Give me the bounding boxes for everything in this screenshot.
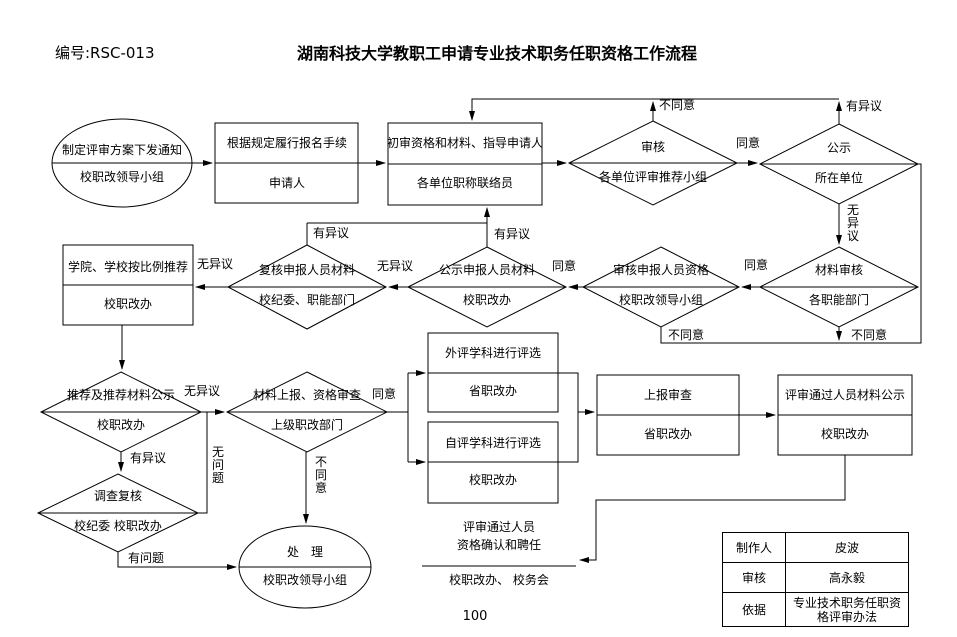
node-confirm-appoint-action2: 资格确认和聘任 [456, 538, 541, 552]
table-row: 审核 高永毅 [722, 562, 909, 593]
node-publicize-materials-actor: 校职改办 [462, 293, 511, 307]
info-table-label-reviewer: 审核 [722, 562, 786, 593]
edge-label-objection-1: 有异议 [846, 99, 883, 113]
node-initial-review-action: 初审资格和材料、指导申请人 [386, 136, 543, 150]
edge-label-agree-4: 同意 [372, 387, 397, 401]
node-unit-review-action: 审核 [640, 140, 665, 154]
node-plan-notice-actor: 校职改领导小组 [79, 170, 164, 184]
node-review-qualification-action: 审核申报人员资格 [612, 263, 709, 277]
node-unit-publicity-action: 公示 [826, 141, 851, 155]
edge-passedpub-to-confirm [579, 455, 846, 563]
edge-investigate-problem [117, 552, 237, 570]
edge-investigate-noproblem [198, 412, 208, 514]
node-submit-check-actor: 上级职改部门 [270, 418, 343, 432]
edge-label-no-problem: 无问题 [211, 445, 224, 485]
edge-feedback-right [660, 163, 922, 344]
table-row: 制作人 皮波 [722, 532, 909, 563]
node-plan-notice-action: 制定评审方案下发通知 [61, 143, 182, 157]
node-submit-review-action: 上报审查 [643, 388, 692, 402]
edge-merge-evals [558, 372, 579, 463]
edge-label-disagree-1: 不同意 [659, 98, 696, 112]
edge-label-no-objection-4: 无异议 [184, 384, 221, 398]
edge-label-disagree-3: 不同意 [668, 328, 705, 342]
node-unit-publicity-actor: 所在单位 [814, 171, 863, 185]
info-table-label-basis: 依据 [722, 592, 786, 627]
node-unit-review-actor: 各单位评审推荐小组 [598, 170, 707, 184]
node-apply-action: 根据规定履行报名手续 [226, 136, 347, 150]
node-passed-publicity-action: 评审通过人员材料公示 [784, 388, 905, 402]
edge-label-no-objection-1: 无异议 [846, 203, 859, 243]
node-recommend-publicity-actor: 校职改办 [96, 418, 145, 432]
node-recommend-ratio-action: 学院、学校按比例推荐 [67, 260, 188, 274]
info-table-label-maker: 制作人 [722, 532, 786, 563]
info-table-value-basis: 专业技术职务任职资格评审办法 [785, 592, 909, 627]
edge-label-agree-1: 同意 [736, 136, 761, 150]
node-handle-actor: 校职改领导小组 [262, 573, 347, 587]
table-row: 依据 专业技术职务任职资格评审办法 [722, 592, 909, 627]
node-external-eval-action: 外评学科进行评选 [444, 346, 541, 360]
node-recommend-ratio-actor: 校职改办 [103, 297, 152, 311]
node-initial-review-actor: 各单位职称联络员 [416, 176, 513, 190]
edge-label-has-problem: 有问题 [128, 551, 165, 565]
edge-label-objection-4: 有异议 [130, 451, 167, 465]
node-confirm-appoint-actor: 校职改办、 校务会 [449, 573, 549, 587]
node-publicize-materials-action: 公示申报人员材料 [438, 263, 535, 277]
node-recheck-materials-action: 复核申报人员材料 [258, 263, 355, 277]
info-table-value-maker: 皮波 [785, 532, 909, 563]
node-investigate-actor: 校纪委 校职改办 [74, 519, 162, 533]
node-self-eval-action: 自评学科进行评选 [444, 436, 541, 450]
edge-label-no-objection-3: 无异议 [197, 257, 234, 271]
edge-label-disagree-4: 不同意 [314, 455, 327, 495]
node-material-review-action: 材料审核 [814, 263, 863, 277]
info-table-value-reviewer: 高永毅 [785, 562, 909, 593]
edge-label-agree-3: 同意 [552, 259, 577, 273]
node-confirm-appoint-action1: 评审通过人员 [462, 520, 535, 534]
page-title: 湖南科技大学教职工申请专业技术职务任职资格工作流程 [296, 44, 697, 63]
edge-label-no-objection-2: 无异议 [377, 259, 414, 273]
node-self-eval-actor: 校职改办 [468, 473, 517, 487]
node-review-qualification-actor: 校职改领导小组 [618, 293, 703, 307]
node-recommend-publicity-action: 推荐及推荐材料公示 [66, 388, 175, 402]
info-table: 制作人 皮波 审核 高永毅 依据 专业技术职务任职资格评审办法 [722, 532, 909, 627]
node-external-eval-actor: 省职改办 [468, 384, 517, 398]
node-passed-publicity-actor: 校职改办 [820, 427, 869, 441]
edge-feedback-top [469, 98, 839, 121]
edge-label-objection-3: 有异议 [313, 226, 350, 240]
node-submit-check-action: 材料上报、资格审查 [252, 388, 361, 402]
node-apply-actor: 申请人 [268, 176, 305, 190]
document-code: 编号:RSC-013 [55, 44, 155, 62]
node-material-review-actor: 各职能部门 [808, 293, 869, 307]
node-recheck-materials-actor: 校纪委、职能部门 [258, 293, 355, 307]
node-submit-review-actor: 省职改办 [643, 427, 692, 441]
edge-label-disagree-2: 不同意 [851, 328, 888, 342]
node-investigate-action: 调查复核 [93, 489, 142, 503]
node-handle-action: 处 理 [286, 545, 323, 559]
edge-label-objection-2: 有异议 [494, 227, 531, 241]
edge-label-agree-2: 同意 [744, 258, 769, 272]
page-number: 100 [462, 609, 488, 624]
